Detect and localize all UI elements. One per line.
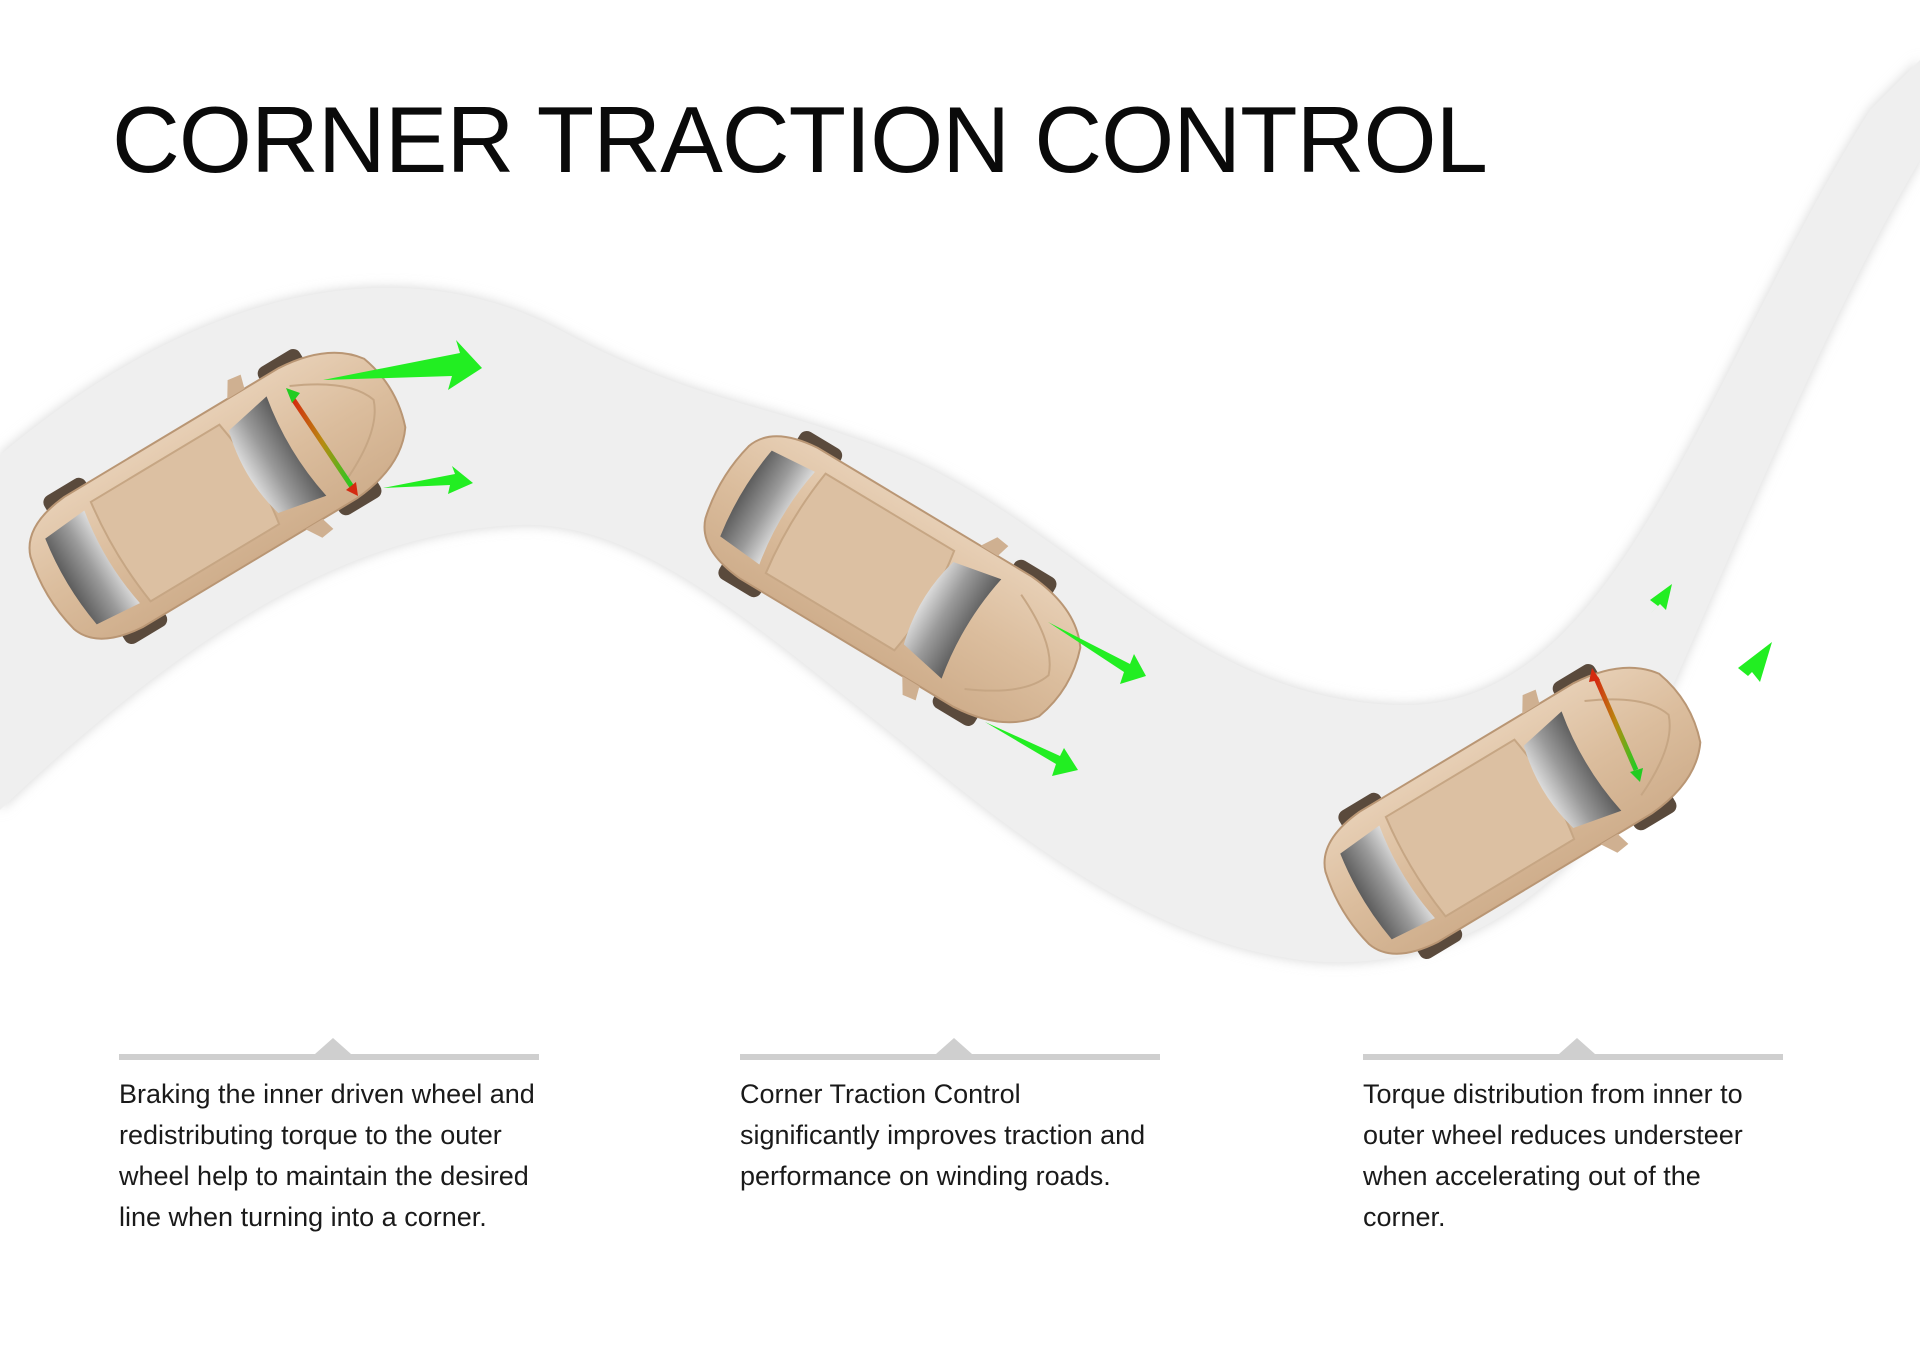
torque-transfer-arrow-icon [1593,677,1639,771]
force-arrow-icon [1048,622,1146,684]
torque-transfer-arrow-icon [290,397,355,489]
caption-pointer-rule [740,1038,1160,1060]
force-arrow-icon [323,340,482,390]
caption-pointer-rule [119,1038,539,1060]
force-arrow-icon [1672,642,1772,752]
force-arrow-icon [383,466,473,494]
caption-text: Braking the inner driven wheel and redis… [119,1079,535,1232]
caption-pointer-rule [1363,1038,1783,1060]
road [0,60,1920,963]
caption-torque-distribution: Torque distribution from inner to outer … [1363,1038,1783,1238]
force-arrow-icon [985,722,1078,776]
caption-traction: Corner Traction Control significantly im… [740,1038,1160,1197]
car-3-force-arrows [1589,584,1772,782]
caption-braking: Braking the inner driven wheel and redis… [119,1038,539,1238]
caption-text: Torque distribution from inner to outer … [1363,1079,1743,1232]
diagram-title: CORNER TRACTION CONTROL [112,87,1488,192]
force-arrow-icon [1612,584,1672,652]
car-1-force-arrows [286,340,482,496]
car-2-force-arrows [985,622,1146,776]
caption-text: Corner Traction Control significantly im… [740,1079,1146,1191]
